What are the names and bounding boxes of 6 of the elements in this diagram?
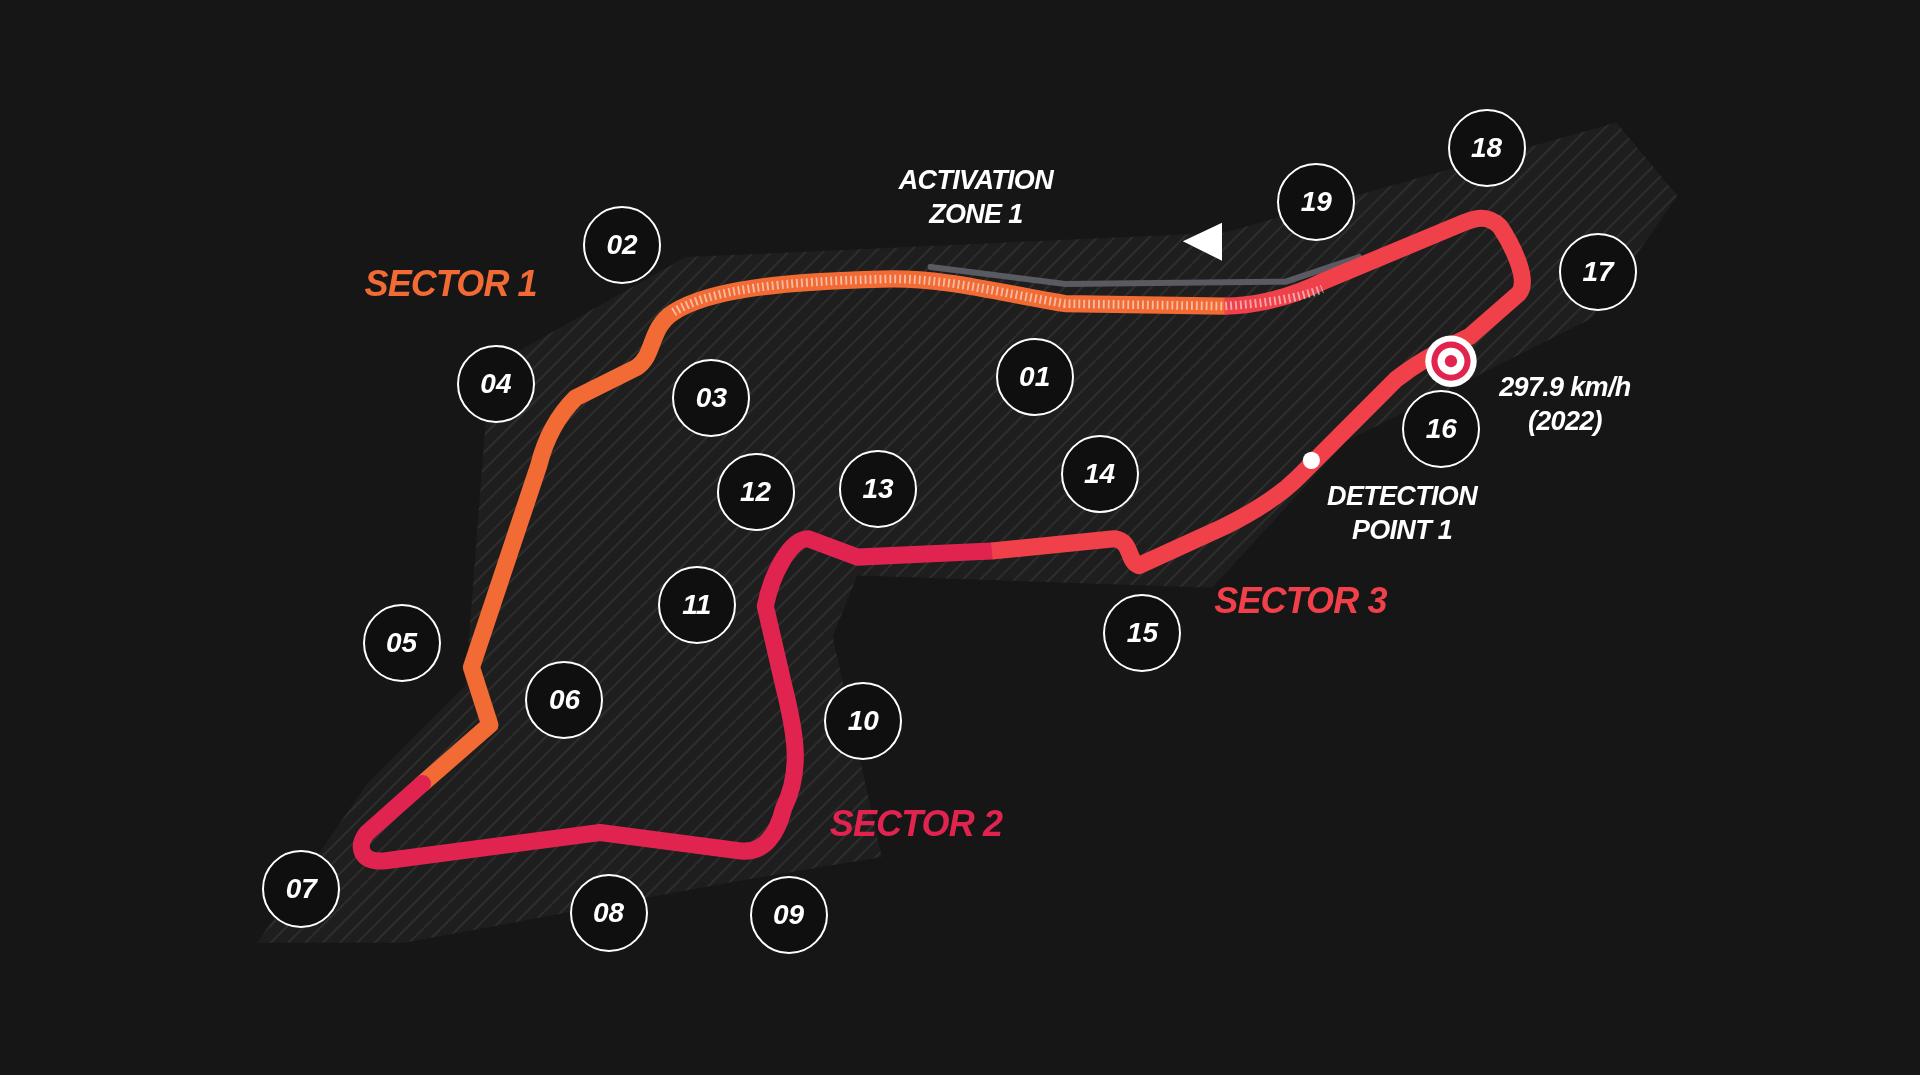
sector-label: SECTOR 1 [363,261,538,306]
speed-label: 297.9 km/h (2022) [1498,371,1632,439]
sector-label: SECTOR 2 [828,801,1004,846]
sector-label: SECTOR 3 [1213,578,1388,623]
zone-label: ACTIVATION ZONE 1 [897,164,1055,232]
detection-label: DETECTION POINT 1 [1326,480,1479,548]
